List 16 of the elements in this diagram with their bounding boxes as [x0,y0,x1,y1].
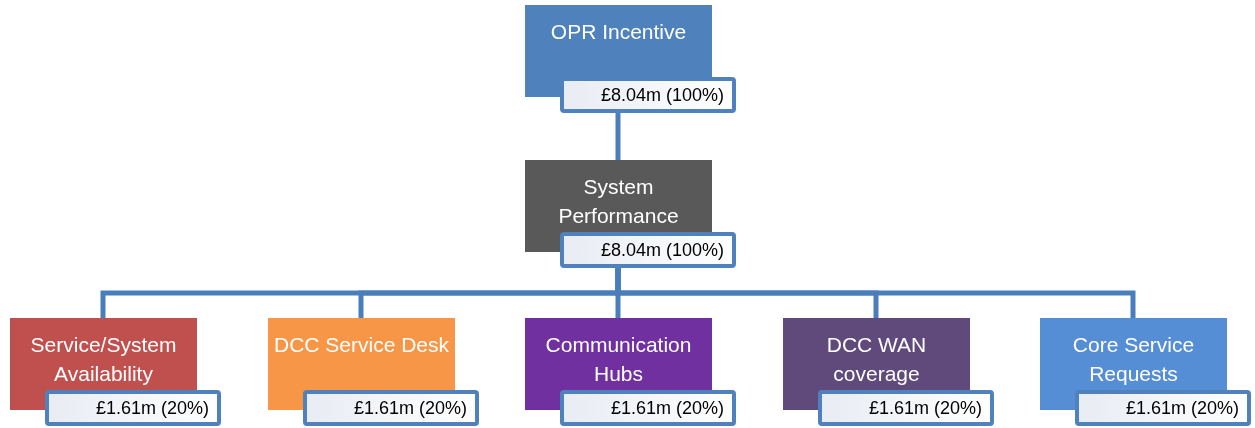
node-title: DCC WAN coverage [825,332,928,387]
value-label: £1.61m (20%) [1075,390,1251,426]
value-label: £1.61m (20%) [45,390,221,426]
connector-line [615,113,621,160]
node-title: Communication Hubs [544,332,693,387]
value-label: £1.61m (20%) [560,390,736,426]
value-label: £8.04m (100%) [560,232,736,268]
value-label: £1.61m (20%) [303,390,479,426]
connector-line [615,268,1136,318]
value-label: £8.04m (100%) [560,77,736,113]
node-title: Core Service Requests [1071,332,1196,387]
node-title: OPR Incentive [549,19,688,45]
node-title: System Performance [557,174,680,229]
node-title: DCC Service Desk [272,332,450,358]
value-label: £1.61m (20%) [818,390,994,426]
node-title: Service/System Availability [29,332,178,387]
